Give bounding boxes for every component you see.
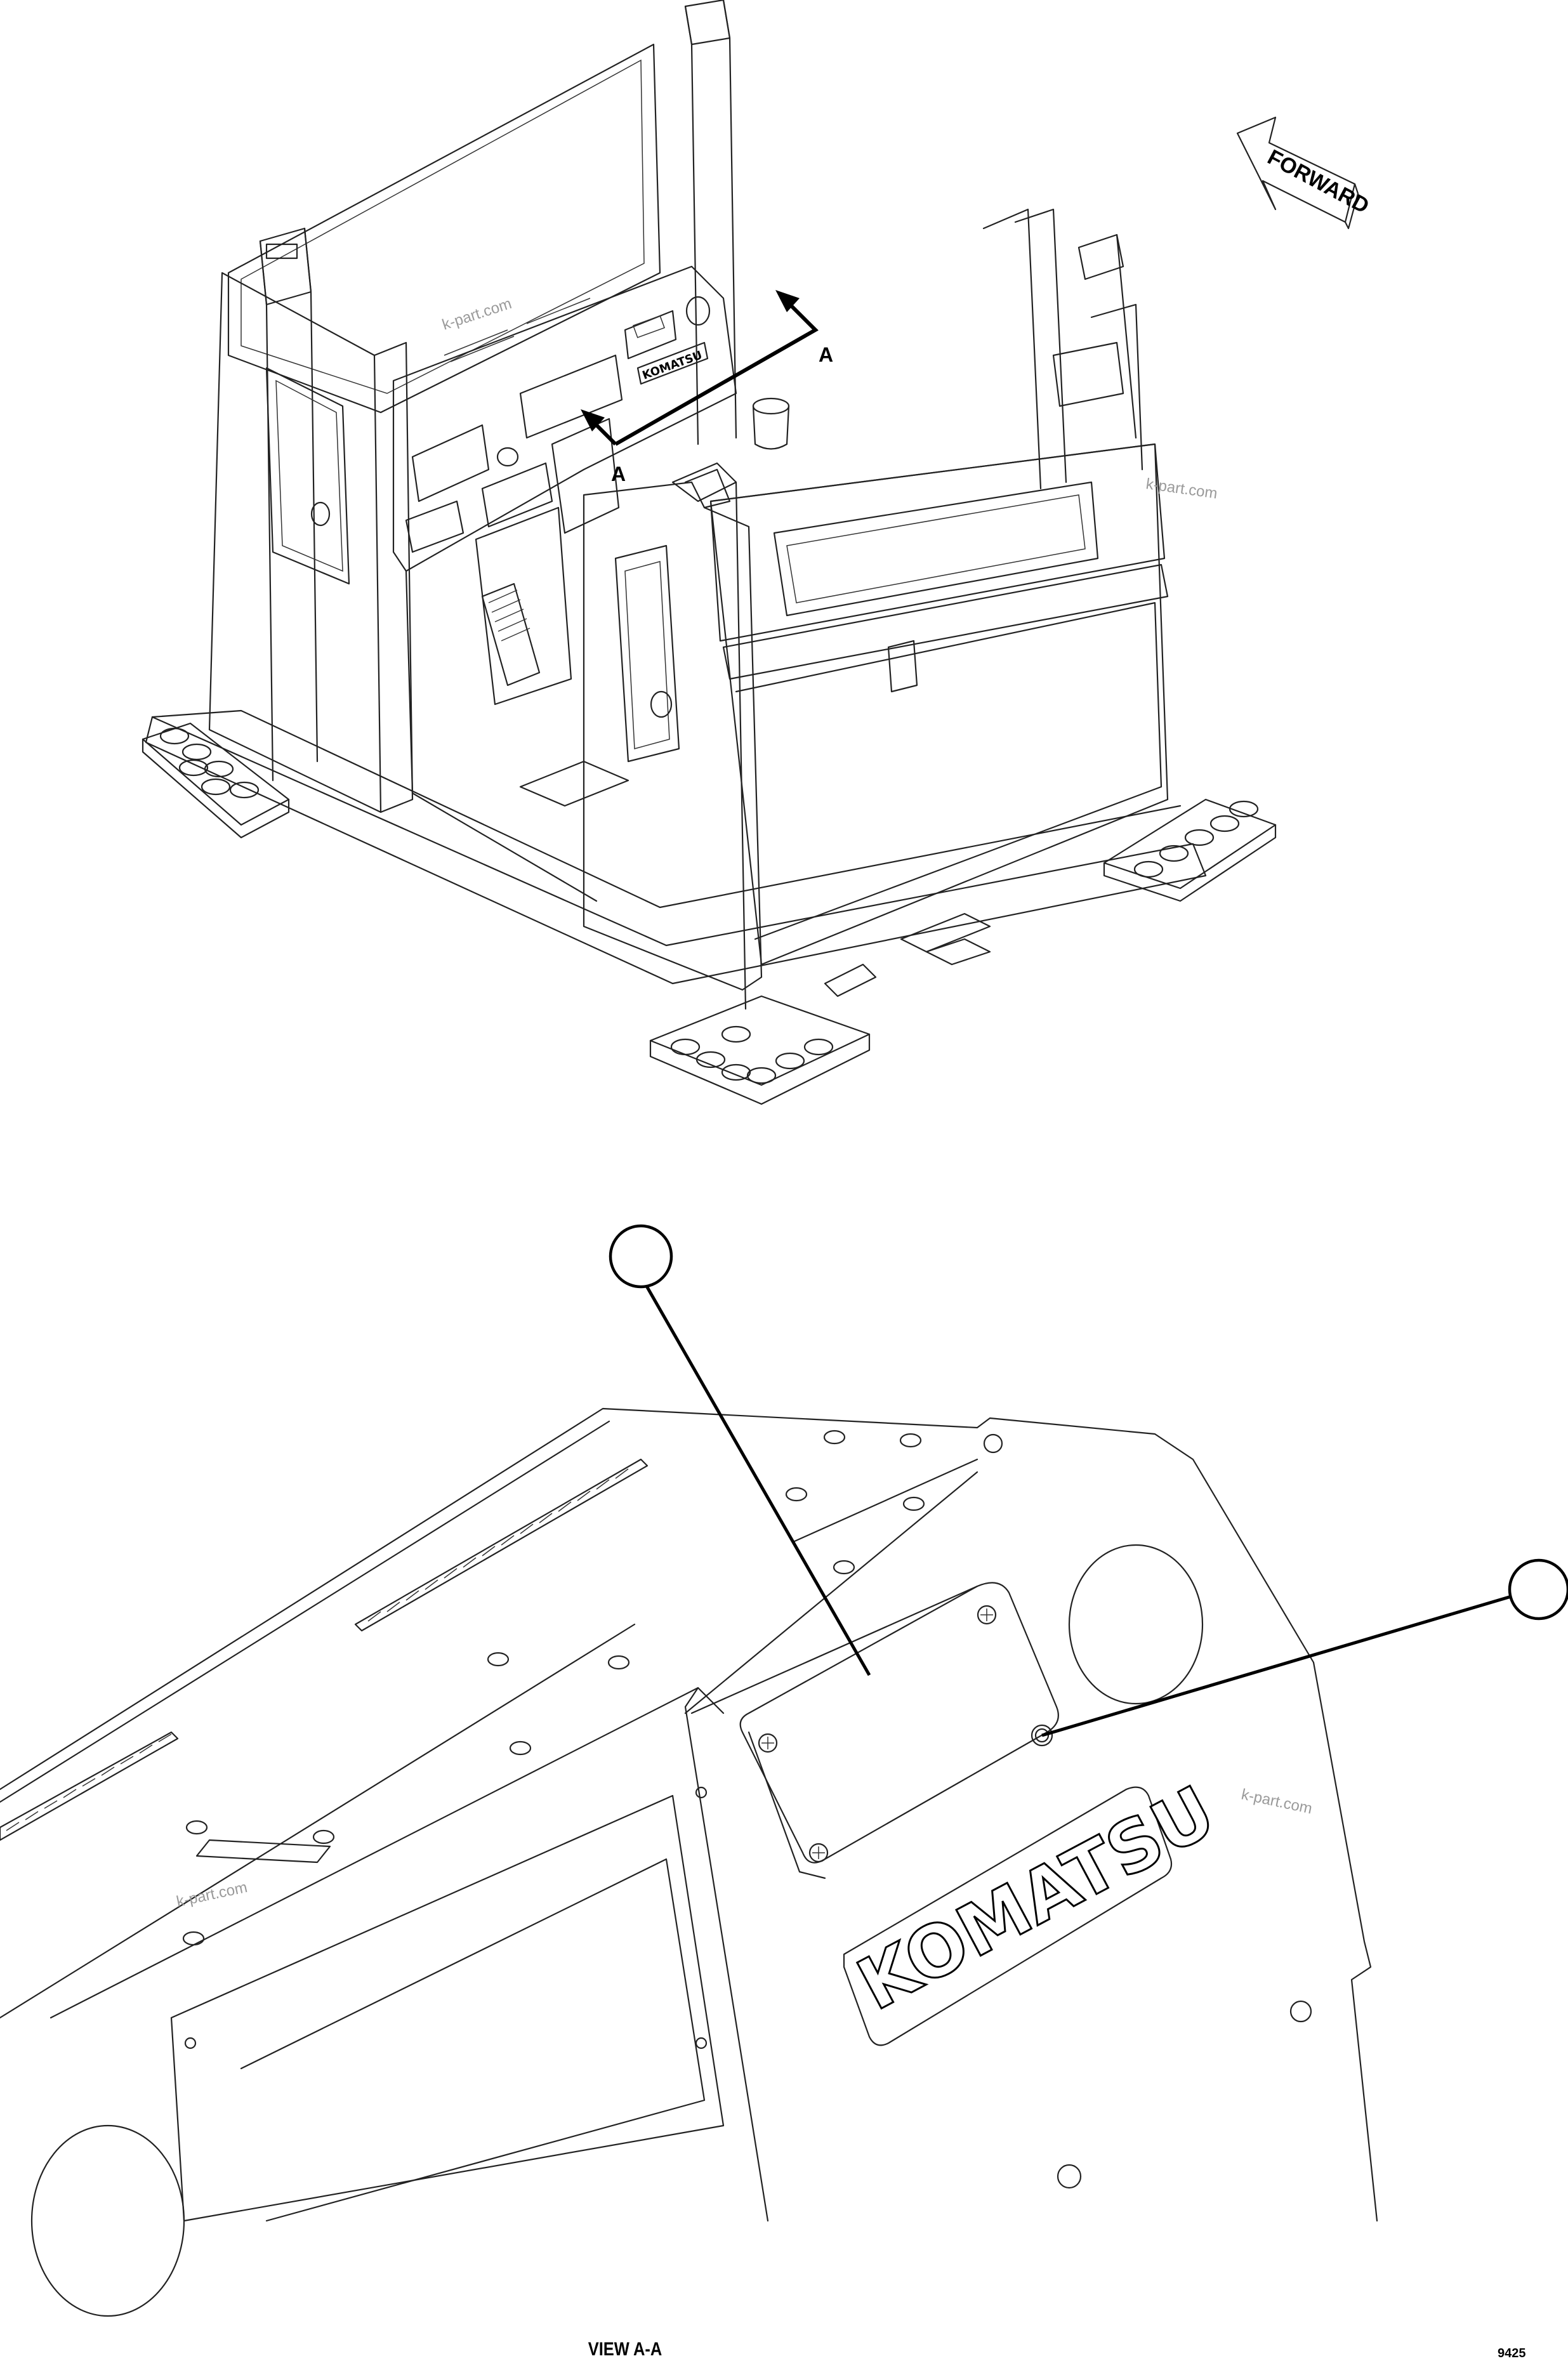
fasteners [182,1430,1312,2189]
cover-plate[interactable] [739,1582,1059,1879]
section-line-a-a: A A [581,290,833,485]
vent-slats [0,1458,649,1841]
dashboard-console: KOMATSU [392,265,737,572]
forward-arrow-icon: FORWARD [1236,116,1373,230]
detail-logo-text: KOMATSU [845,1771,1229,2027]
watermark-upper-left: k-part.com [440,295,514,334]
komatsu-logo-badge: KOMATSU [843,1770,1229,2046]
section-marker-a-upper: A [819,343,833,366]
section-marker-a-lower: A [611,463,626,485]
right-side-structure [709,443,1169,966]
view-title: VIEW A-A [588,2338,662,2359]
foot-pad-front [649,995,871,1105]
forward-label: FORWARD [1263,145,1373,219]
display-window [170,1794,725,2222]
watermark-detail-right: k-part.com [1240,1786,1314,1817]
callout-2[interactable] [1041,1558,1568,1737]
front-door-panel [583,468,763,991]
watermark-detail-left: k-part.com [175,1879,249,1911]
cab-isometric-view: KOMATSU [142,0,1373,1105]
watermark-upper-right: k-part.com [1145,475,1218,503]
detail-view-a-a: KOMATSU k-part.com k-part.com [0,1224,1568,2317]
left-side-panel [208,272,414,813]
foot-pad-right [1103,798,1277,902]
console-plate-logo: KOMATSU [641,348,704,383]
callout-1[interactable] [609,1224,871,1676]
figure-code: 9425 [1498,2346,1526,2360]
foot-pad-left [142,722,290,839]
